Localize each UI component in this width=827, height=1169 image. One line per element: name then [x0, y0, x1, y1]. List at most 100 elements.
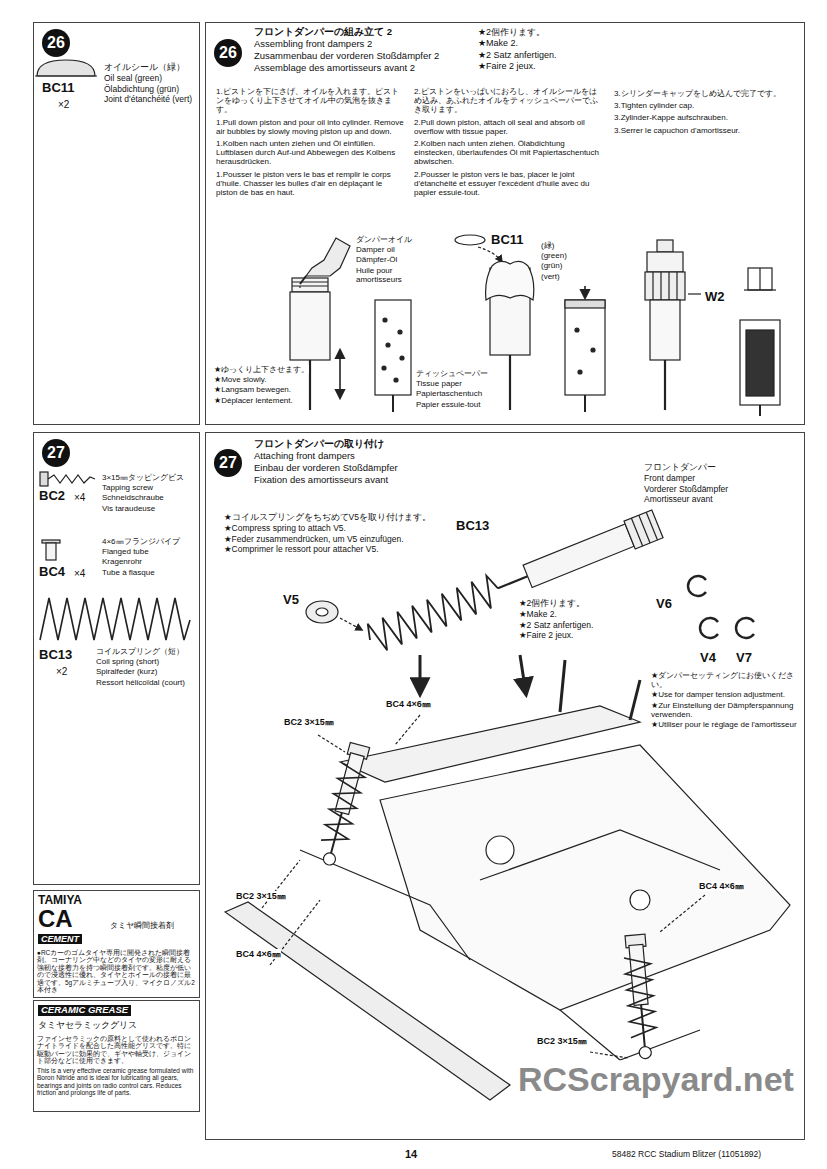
text-group: 27: [214, 449, 242, 478]
tapping-screw: [40, 472, 95, 486]
text-group: 3.シリンダーキャップをしめ込んで完了です。3.Tighten cylinder…: [614, 89, 794, 138]
spring-retainer-v5-part: [340, 618, 362, 630]
instruction-text: Einbau der vorderen Stoßdämpfer: [254, 463, 398, 474]
step-number: 27: [42, 439, 70, 467]
step3-section-part: [740, 320, 780, 405]
instruction-text: 3.Serrer le capuchon d'amortisseur.: [614, 126, 740, 135]
instruction-text: BC4 4×6㎜: [236, 949, 281, 959]
oil-seal-icon-part: [37, 60, 95, 76]
text-group: CERAMIC GREASE: [38, 1005, 131, 1017]
instruction-text: 2.ピストンをいっぱいにおろし、オイルシールをはめ込み、あふれたオイルをティッシ…: [414, 87, 602, 115]
screws-part: [318, 735, 345, 752]
instruction-text: 1.Pull down piston and pour oil into cyl…: [216, 118, 404, 136]
instruction-text: BC4 4×6㎜: [699, 881, 744, 891]
text-group: フロントダンパーの組み立て 2Assembling front dampers …: [254, 27, 474, 75]
chassis-part: [300, 850, 470, 960]
part-code: W2: [705, 290, 725, 305]
chassis-part: [560, 1010, 700, 1060]
front-shocks-part: [315, 742, 372, 869]
text-group: 4×6㎜フランジパイプFlanged tubeKragenrohrTube à …: [102, 537, 198, 578]
part-code: BC2: [39, 489, 65, 504]
text-group: BC2: [39, 489, 65, 505]
instruction-text: Assembling front dampers 2: [254, 39, 372, 50]
step2-section: [565, 286, 605, 412]
instruction-text: Ölabdichtung (grün): [104, 85, 179, 95]
instruction-text: BC2 3×15㎜: [537, 1036, 587, 1046]
instruction-text: フロントダンパーの取り付け: [254, 439, 384, 450]
oil-seal-icon: [35, 60, 97, 76]
text-group: BC4 4×6㎜: [699, 881, 744, 892]
cap-icon: [744, 268, 776, 290]
instruction-text: Dämpfer-Öl: [356, 255, 397, 264]
instruction-text: Assemblage des amortisseurs avant 2: [254, 63, 415, 74]
instruction-text: ★ダンパーセッティングにお使いください。: [651, 671, 799, 689]
step2-section-part: [565, 300, 605, 395]
text-group: ★コイルスプリングをちぢめてV5を取り付けます。★Compress spring…: [224, 513, 454, 556]
instruction-text: ★Move slowly.: [214, 375, 266, 384]
damper-assembly: [364, 509, 663, 655]
instruction-text: (vert): [541, 272, 560, 281]
down-arrows: [420, 655, 526, 694]
text-group: 26: [214, 39, 242, 68]
step3-damper-part: [650, 300, 680, 360]
tapping-screw-part: [40, 472, 48, 486]
instruction-text: ★Utiliser pour le réglage de l'amortisse…: [651, 720, 797, 729]
text-group: BC2 3×15㎜: [537, 1036, 587, 1047]
flanged-tube: [42, 540, 60, 560]
text-group: BC2 3×15㎜: [284, 717, 334, 728]
instruction-text: 2.Pull down piston, attach oil seal and …: [414, 118, 602, 136]
instruction-text: Kragenrohr: [102, 557, 142, 566]
watermark: RCScrapyard.net: [518, 1060, 794, 1099]
text-group: 1.ピストンを下にさげ、オイルを入れます。ピストンをゆっくり上下させてオイル中の…: [216, 87, 404, 200]
text-group: タミヤ瞬間接着剤: [110, 921, 198, 931]
step3-damper-part: [652, 272, 653, 300]
instruction-text: (緑): [541, 241, 554, 250]
screws-part: [660, 895, 705, 932]
chassis-part: [630, 680, 640, 720]
part-code: V7: [736, 651, 752, 666]
instruction-text: ★Feder zusammendrücken, um V5 einzufügen…: [224, 535, 404, 545]
instruction-text: 3×15㎜タッピングビス: [102, 473, 184, 482]
text-group: ×4: [74, 492, 85, 505]
instruction-text: CA: [38, 905, 73, 933]
step2-section-part: [578, 370, 582, 374]
text-group: 27: [42, 439, 70, 468]
instruction-text: Zusammenbau der vorderen Stoßdämpfer 2: [254, 51, 439, 62]
oil-seal-icon-part: [35, 75, 97, 76]
instruction-text: ★コイルスプリングをちぢめてV5を取り付けます。: [224, 513, 431, 523]
instruction-text: ★2個作ります。: [478, 27, 545, 37]
step1-cylinder-part: [290, 292, 330, 360]
step-number: 26: [214, 39, 242, 67]
spacer-rings: [688, 576, 754, 638]
step1-cylinder-part: [309, 360, 311, 410]
text-group: コイルスプリング（短）Coil spring (short)Spiralfede…: [96, 647, 196, 688]
step2-section-part: [575, 328, 579, 332]
instruction-text: 1.Kolben nach unten ziehen und Öl einfül…: [216, 139, 404, 167]
instruction-text: ×2: [58, 99, 69, 111]
instruction-text: ★Compress spring to attach V5.: [224, 524, 346, 534]
instruction-box: 26BC11×2オイルシール（緑）Oil seal (green)Ölabdic…: [33, 22, 200, 425]
instruction-text: ダンパーオイル: [356, 235, 412, 244]
part-code: V6: [656, 597, 672, 612]
text-group: 26: [42, 29, 70, 58]
text-group: ×2: [56, 666, 67, 679]
text-group: W2: [705, 290, 725, 306]
damper-assembly-part: [631, 518, 642, 546]
text-group: ファインセラミックの原料として使われるボロンナイトライドを配合した高性能グリスで…: [37, 1035, 197, 1099]
step1-cylinder: [290, 278, 340, 410]
instruction-text: ファインセラミックの原料として使われるボロンナイトライドを配合した高性能グリスで…: [37, 1035, 197, 1065]
instruction-box: 27 フロントダンパーの取り付けAttaching front dampersEi…: [205, 432, 805, 1140]
step3-damper: [645, 240, 701, 410]
text-group: フロントダンパーの取り付けAttaching front dampersEinb…: [254, 439, 474, 487]
front-shocks: [315, 742, 658, 1060]
part-code: BC4: [39, 565, 65, 580]
part-code: V4: [700, 651, 716, 666]
damper-assembly-part: [498, 576, 528, 588]
text-group: BC13: [39, 648, 72, 664]
step1-section-part: [392, 395, 394, 412]
step1-section-part: [394, 378, 398, 382]
instruction-text: Attaching front dampers: [254, 451, 355, 462]
instruction-text: This is a very effective ceramic grease …: [37, 1067, 197, 1097]
screws: [262, 715, 705, 1058]
